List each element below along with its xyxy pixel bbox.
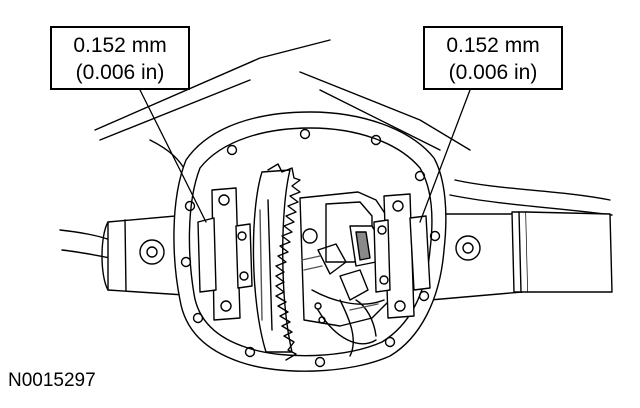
callout-right-clearance: 0.152 mm (0.006 in)	[423, 26, 563, 90]
callout-left-clearance: 0.152 mm (0.006 in)	[50, 26, 190, 90]
callout-right-metric: 0.152 mm	[446, 34, 540, 57]
callout-right-imperial: (0.006 in)	[448, 61, 538, 84]
callout-left-metric: 0.152 mm	[73, 34, 167, 57]
differential-case	[300, 192, 390, 356]
right-bearing-cap	[374, 194, 430, 318]
left-bearing-cap	[198, 188, 252, 320]
leader-lines	[140, 90, 470, 222]
leader-line-right	[420, 90, 470, 222]
frame-lines	[60, 40, 612, 258]
ring-gear	[253, 164, 300, 360]
figure-id-label: N0015297	[8, 370, 96, 391]
leader-line-left	[140, 90, 206, 222]
callout-left-imperial: (0.006 in)	[75, 61, 165, 84]
right-axle-tube	[430, 212, 612, 300]
